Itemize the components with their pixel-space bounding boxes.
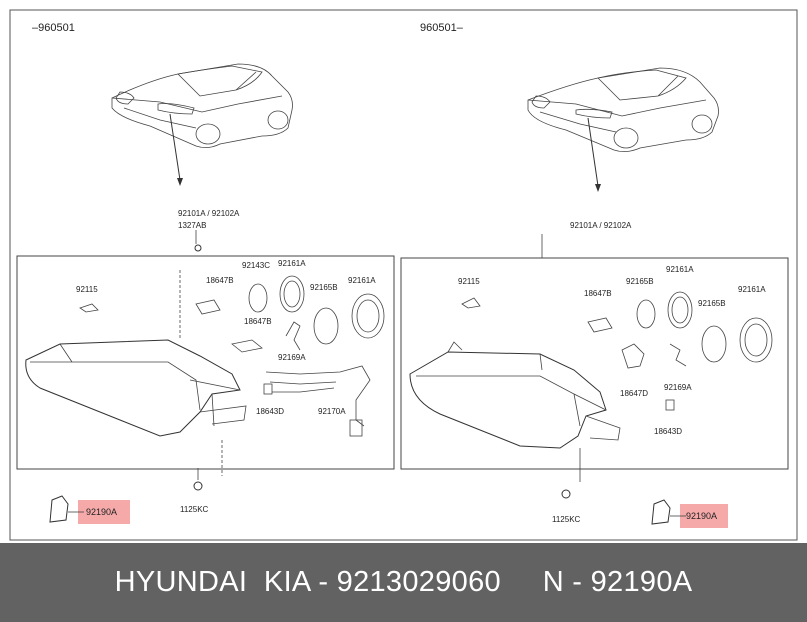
left-panel: –960501 92101A / 92102A 132 — [16, 22, 395, 524]
left-part-1327ab: 1327AB — [178, 221, 206, 230]
left-highlight-box — [78, 500, 130, 524]
right-part-92165b-a: 92165B — [626, 277, 654, 286]
left-pointer-arrow — [169, 113, 181, 181]
left-spring-icon — [285, 321, 301, 351]
left-cover-icon — [351, 293, 385, 339]
right-part-1125kc: 1125KC — [552, 515, 581, 524]
right-part-18647d: 18647D — [620, 389, 648, 398]
left-screw-icon — [194, 244, 202, 252]
left-part-18647b-a: 18647B — [206, 276, 234, 285]
right-headlamp-icon — [409, 341, 621, 449]
left-arrow-head — [177, 178, 183, 186]
left-part-92165b: 92165B — [310, 283, 338, 292]
right-bulb-2-icon — [621, 343, 645, 369]
left-seal-icon — [313, 307, 339, 345]
left-part-92190a: 92190A — [86, 507, 117, 517]
right-pointer-arrow — [587, 117, 599, 187]
left-part-92115: 92115 — [76, 285, 98, 294]
right-arrow-head — [595, 184, 601, 192]
right-ring-icon — [636, 299, 656, 329]
left-socket-icon — [279, 275, 305, 313]
right-part-92161a-a: 92161A — [666, 265, 694, 274]
left-part-1125kc: 1125KC — [180, 505, 209, 514]
right-car-sketch — [527, 67, 719, 152]
right-part-92115: 92115 — [458, 277, 480, 286]
part-number-banner: HYUNDAI KIA - 9213029060 N - 92190A — [0, 543, 807, 622]
left-connector-92190a-icon — [49, 495, 69, 523]
right-bolt-icon — [561, 489, 571, 499]
right-part-92190a: 92190A — [686, 511, 717, 521]
right-bulb-icon — [587, 317, 613, 333]
diagram-frame — [9, 9, 798, 541]
left-period-label: –960501 — [32, 22, 75, 34]
right-highlight-box — [680, 504, 728, 528]
left-wire-harness-icon — [265, 365, 371, 427]
left-part-92169a: 92169A — [278, 353, 306, 362]
left-clip-icon — [79, 303, 99, 313]
left-assembly-label: 92101A / 92102A — [178, 209, 240, 218]
left-ring-icon — [248, 283, 268, 313]
right-socket-icon — [667, 291, 693, 329]
left-bulb-icon — [195, 299, 221, 315]
left-bulb-small-icon — [263, 383, 273, 395]
right-clip-icon — [461, 297, 481, 309]
right-assembly-box — [400, 257, 789, 470]
right-assembly-label: 92101A / 92102A — [570, 221, 632, 230]
right-seal-icon — [701, 325, 727, 363]
part-number-text: HYUNDAI KIA - 9213029060 N - 92190A — [114, 566, 693, 598]
left-part-18643d: 18643D — [256, 407, 284, 416]
right-part-18647b: 18647B — [584, 289, 612, 298]
left-part-92161a: 92161A — [278, 259, 306, 268]
right-cover-icon — [739, 317, 773, 363]
left-car-sketch — [111, 63, 293, 148]
left-headlamp-icon — [25, 339, 247, 437]
left-bulb-2-icon — [231, 339, 263, 353]
right-period-label: 960501– — [420, 22, 464, 34]
left-bolt-icon — [193, 481, 203, 491]
left-part-18647b-b: 18647B — [244, 317, 272, 326]
right-connector-92190a-icon — [651, 499, 671, 525]
right-part-92169a: 92169A — [664, 383, 692, 392]
left-assembly-box — [16, 255, 395, 470]
right-panel: 960501– 92101A / 92102A — [400, 22, 789, 528]
parts-diagram: –960501 92101A / 92102A 132 — [9, 9, 798, 541]
right-part-18643d: 18643D — [654, 427, 682, 436]
left-part-92170a: 92170A — [318, 407, 346, 416]
right-part-92161a-b: 92161A — [738, 285, 766, 294]
right-part-92165b-b: 92165B — [698, 299, 726, 308]
left-part-92143c: 92143C — [242, 261, 270, 270]
left-part-92161a-b: 92161A — [348, 276, 376, 285]
right-spring-icon — [669, 343, 687, 367]
right-bulb-small-icon — [665, 399, 675, 411]
